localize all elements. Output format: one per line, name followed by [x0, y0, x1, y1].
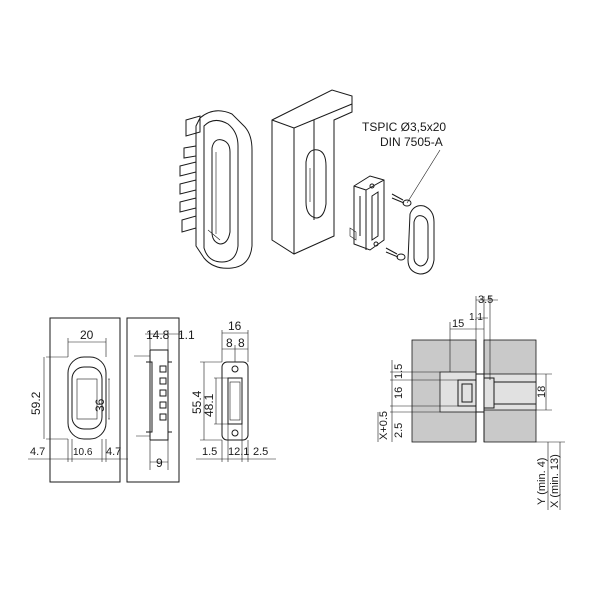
section-x-label: X+0.5 [378, 411, 390, 440]
insert-left-gap-label: 1.5 [202, 446, 217, 458]
section-x-min-label: X (min. 13) [549, 454, 561, 508]
front-height-label: 59.2 [29, 391, 43, 415]
front-view: 20 59.2 36 4.7 10.6 4.7 [28, 317, 128, 483]
insert-height-label: 55.4 [190, 390, 204, 414]
insert-left-half-label: 8 [226, 336, 233, 350]
side-flange-label: 14.8 [146, 328, 170, 342]
insert-width-label: 16 [228, 319, 242, 333]
section-view: 3.5 1.1 15 1.5 16 X+0.5 2.5 18 Y (min. 4… [377, 294, 565, 510]
section-top-margin-label: 1.5 [393, 364, 405, 379]
side-bottom-label: 9 [156, 456, 163, 470]
section-top-gap-label: 1.1 [469, 312, 483, 323]
insert-block-iso [349, 175, 385, 251]
insert-view: 16 8 8 55.4 48.1 1.5 12.1 2.5 [190, 319, 276, 462]
screws-iso [385, 193, 412, 261]
section-depth-label: 15 [452, 318, 464, 330]
section-bottom-margin-label: 2.5 [393, 423, 405, 438]
section-center-height-label: 16 [393, 387, 405, 399]
insert-right-gap-label: 2.5 [253, 446, 268, 458]
section-top-offset-label: 3.5 [478, 294, 493, 306]
screw-label-line2: DIN 7505-A [380, 135, 443, 149]
insert-inner-width-label: 12.1 [228, 446, 249, 458]
front-width-label: 20 [80, 328, 94, 342]
door-edge-iso [271, 89, 353, 255]
front-right-margin-label: 4.7 [106, 446, 121, 458]
front-left-margin-label: 4.7 [30, 446, 45, 458]
screw-label-line1: TSPIC Ø3,5x20 [362, 120, 446, 134]
section-total-height-label: 18 [536, 386, 548, 398]
screw-leader [406, 149, 441, 204]
side-flange-thickness-label: 1.1 [178, 328, 195, 342]
small-cover-iso [407, 205, 435, 275]
front-slot-height-label: 36 [93, 398, 107, 412]
section-y-label: Y (min. 4) [536, 458, 548, 505]
insert-inner-height-label: 48.1 [202, 393, 216, 417]
side-view: 14.8 1.1 9 [126, 317, 195, 483]
front-slot-width-label: 10.6 [73, 447, 93, 458]
insert-right-half-label: 8 [238, 336, 245, 350]
cover-plate-iso [179, 110, 253, 269]
